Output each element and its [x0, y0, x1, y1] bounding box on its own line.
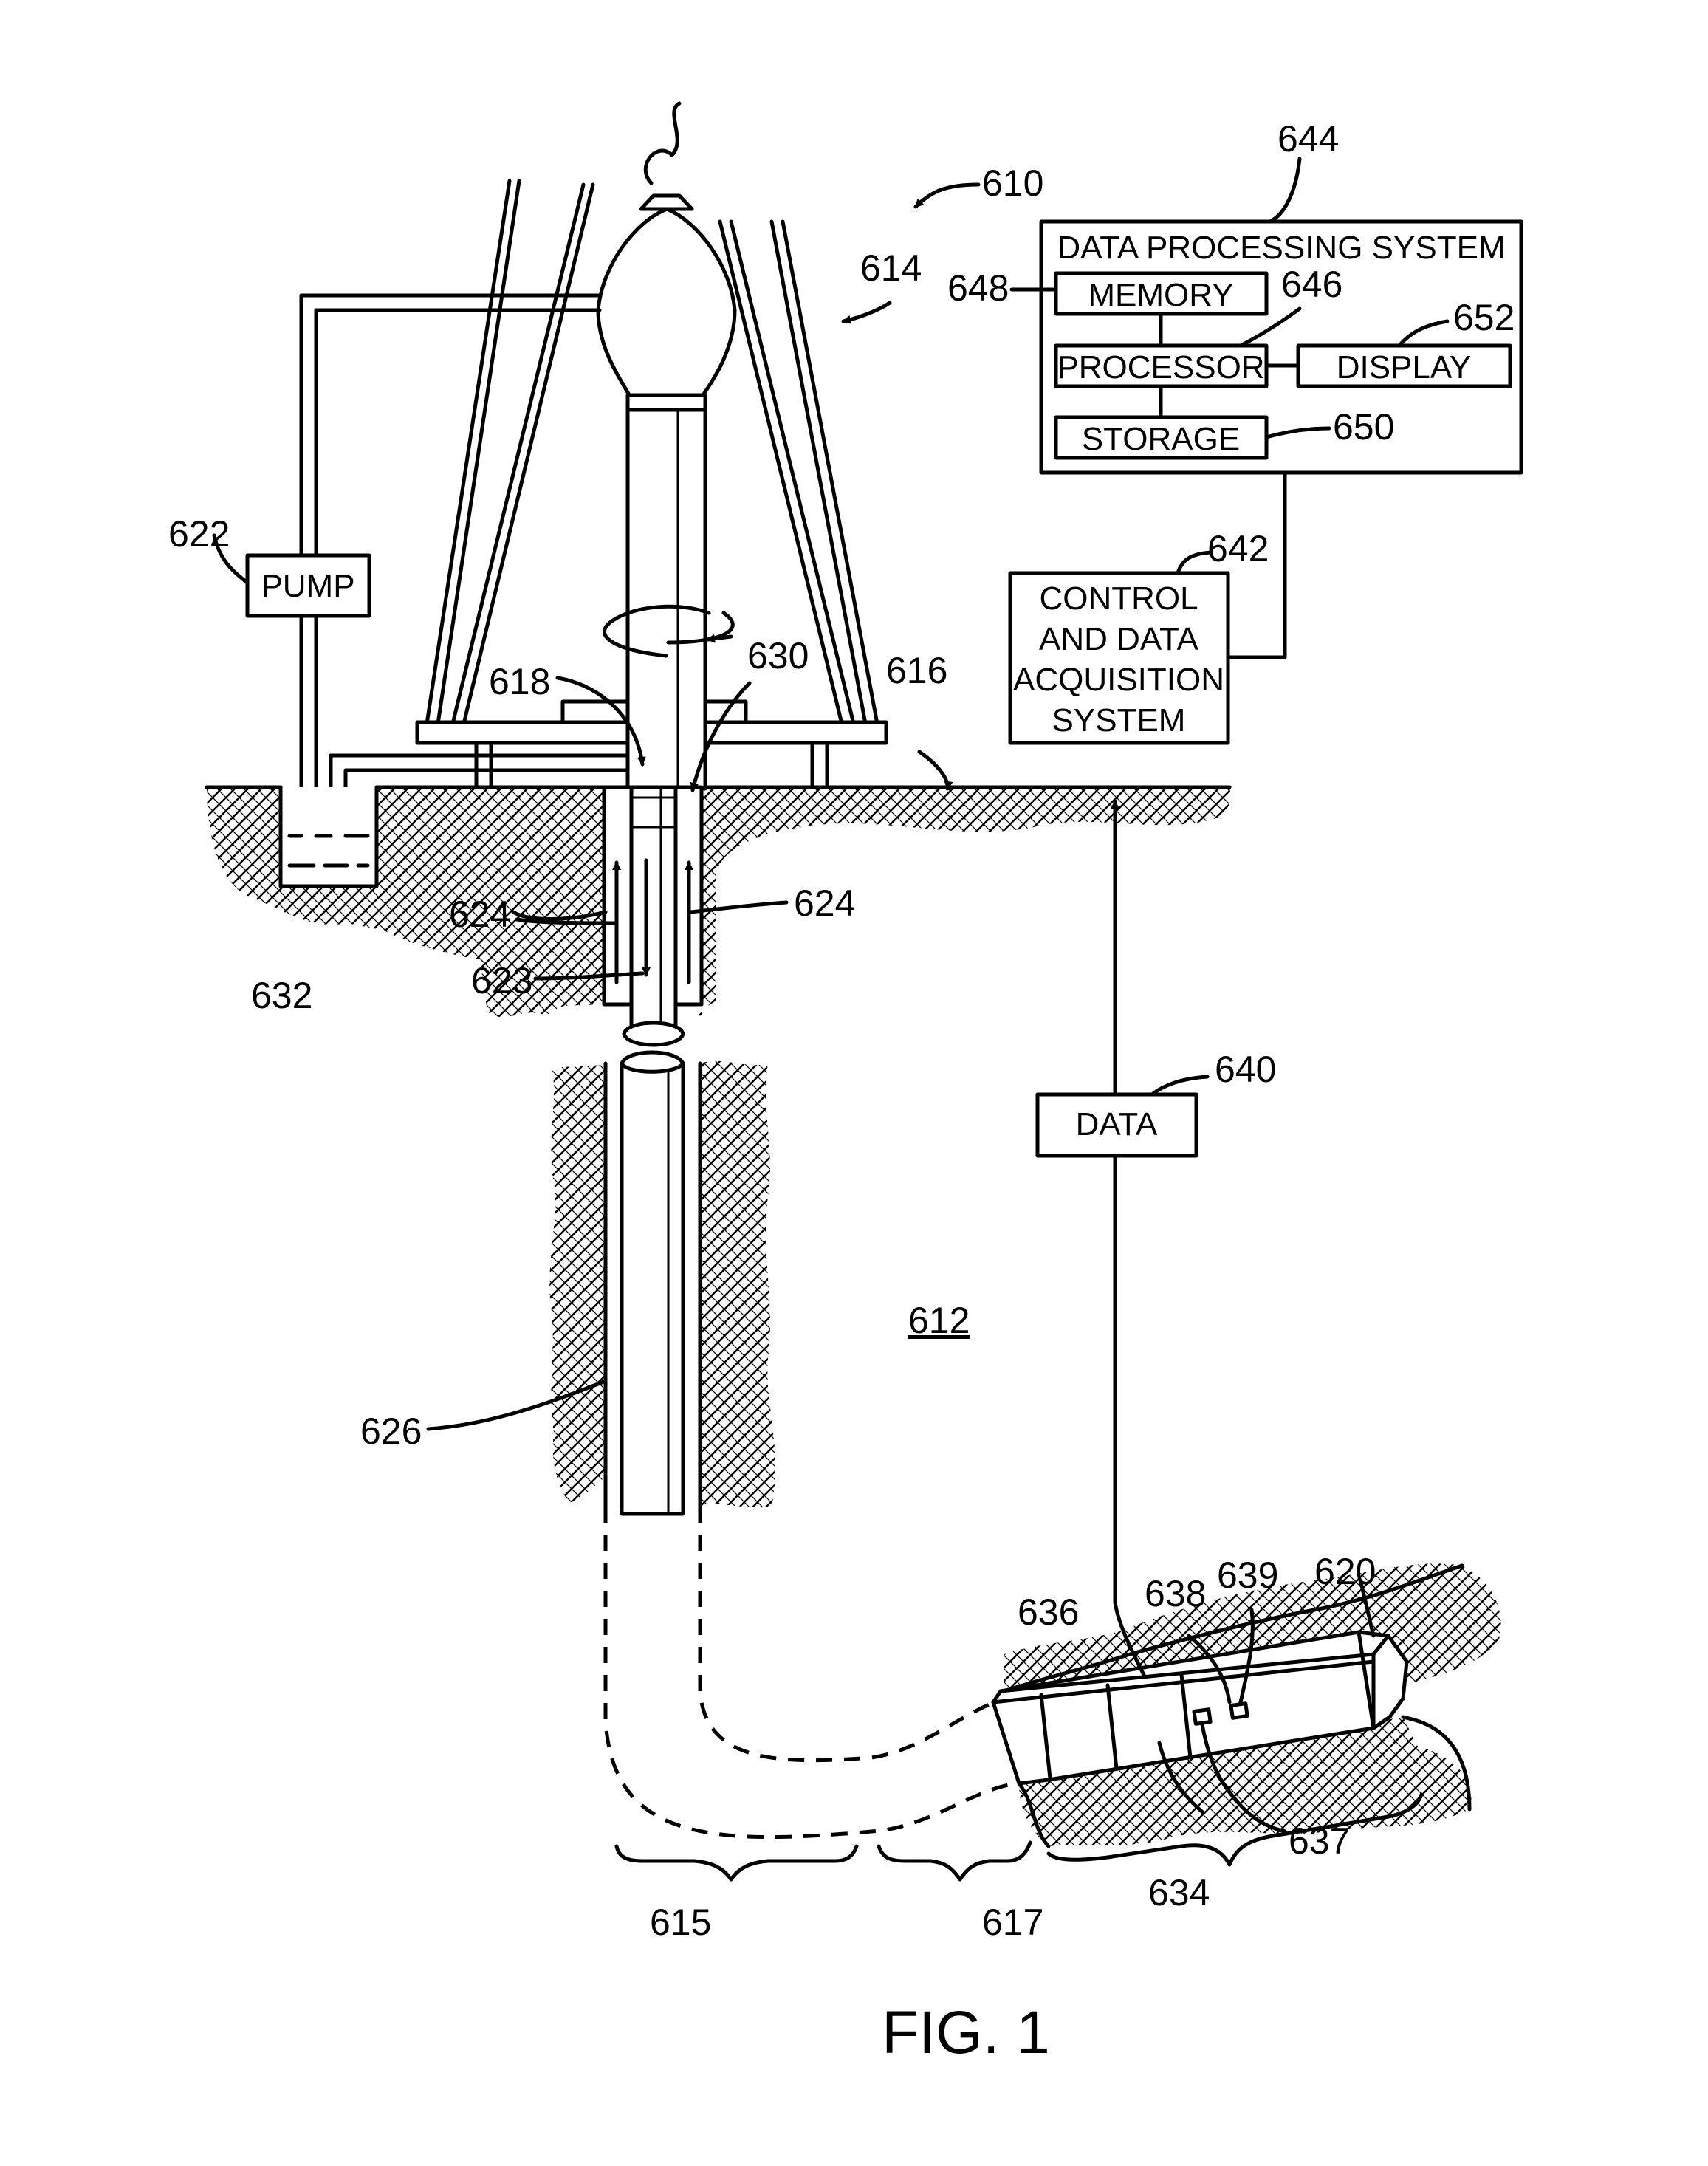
ref-624-left: 624: [449, 894, 510, 935]
ref-624-right: 624: [794, 882, 855, 924]
memory-label: MEMORY: [1088, 277, 1233, 313]
curved-borehole-path: [606, 1507, 1019, 1837]
ref-620: 620: [1314, 1551, 1376, 1592]
mud-pit: [281, 787, 377, 886]
control-label-line2: AND DATA: [1039, 621, 1199, 657]
ref-644: 644: [1277, 118, 1339, 160]
dps-title: DATA PROCESSING SYSTEM: [1057, 230, 1505, 266]
swivel-and-kelly: [598, 103, 735, 789]
control-label-line3: ACQUISITION: [1013, 662, 1224, 698]
ref-618: 618: [489, 661, 550, 702]
ref-632: 632: [251, 975, 312, 1016]
pump-label: PUMP: [261, 568, 354, 604]
ref-622: 622: [168, 513, 230, 555]
ref-636: 636: [1018, 1591, 1079, 1633]
ref-616: 616: [886, 650, 947, 691]
ref-652: 652: [1453, 297, 1515, 338]
pump-box: PUMP: [247, 555, 369, 616]
ref-646: 646: [1281, 264, 1342, 305]
storage-label: STORAGE: [1082, 421, 1240, 457]
ref-623: 623: [471, 960, 532, 1001]
ref-615: 615: [650, 1902, 711, 1943]
ref-634: 634: [1148, 1872, 1210, 1913]
control-label-line1: CONTROL: [1039, 580, 1198, 617]
ref-617: 617: [982, 1902, 1043, 1943]
processor-label: PROCESSOR: [1057, 349, 1264, 385]
display-label: DISPLAY: [1337, 349, 1472, 385]
borehole-upper: [604, 787, 702, 1045]
data-label: DATA: [1076, 1106, 1158, 1142]
ref-639: 639: [1217, 1555, 1278, 1596]
ref-642: 642: [1207, 528, 1269, 569]
ref-610: 610: [982, 162, 1043, 204]
ref-640: 640: [1215, 1049, 1276, 1090]
ref-637: 637: [1289, 1820, 1350, 1862]
telemetry-link: DATA: [1038, 801, 1196, 1676]
ref-650: 650: [1333, 406, 1394, 448]
ref-648: 648: [947, 267, 1009, 309]
ref-626: 626: [360, 1411, 422, 1452]
control-label-line4: SYSTEM: [1052, 702, 1186, 738]
control-and-data-acquisition-box: CONTROL AND DATA ACQUISITION SYSTEM: [1010, 473, 1285, 743]
borehole-lower: [606, 1052, 700, 1514]
ref-630: 630: [747, 635, 809, 676]
ref-614: 614: [860, 247, 922, 289]
ref-612: 612: [908, 1300, 970, 1341]
ref-638: 638: [1145, 1573, 1206, 1614]
figure-caption: FIG. 1: [882, 1999, 1050, 2066]
